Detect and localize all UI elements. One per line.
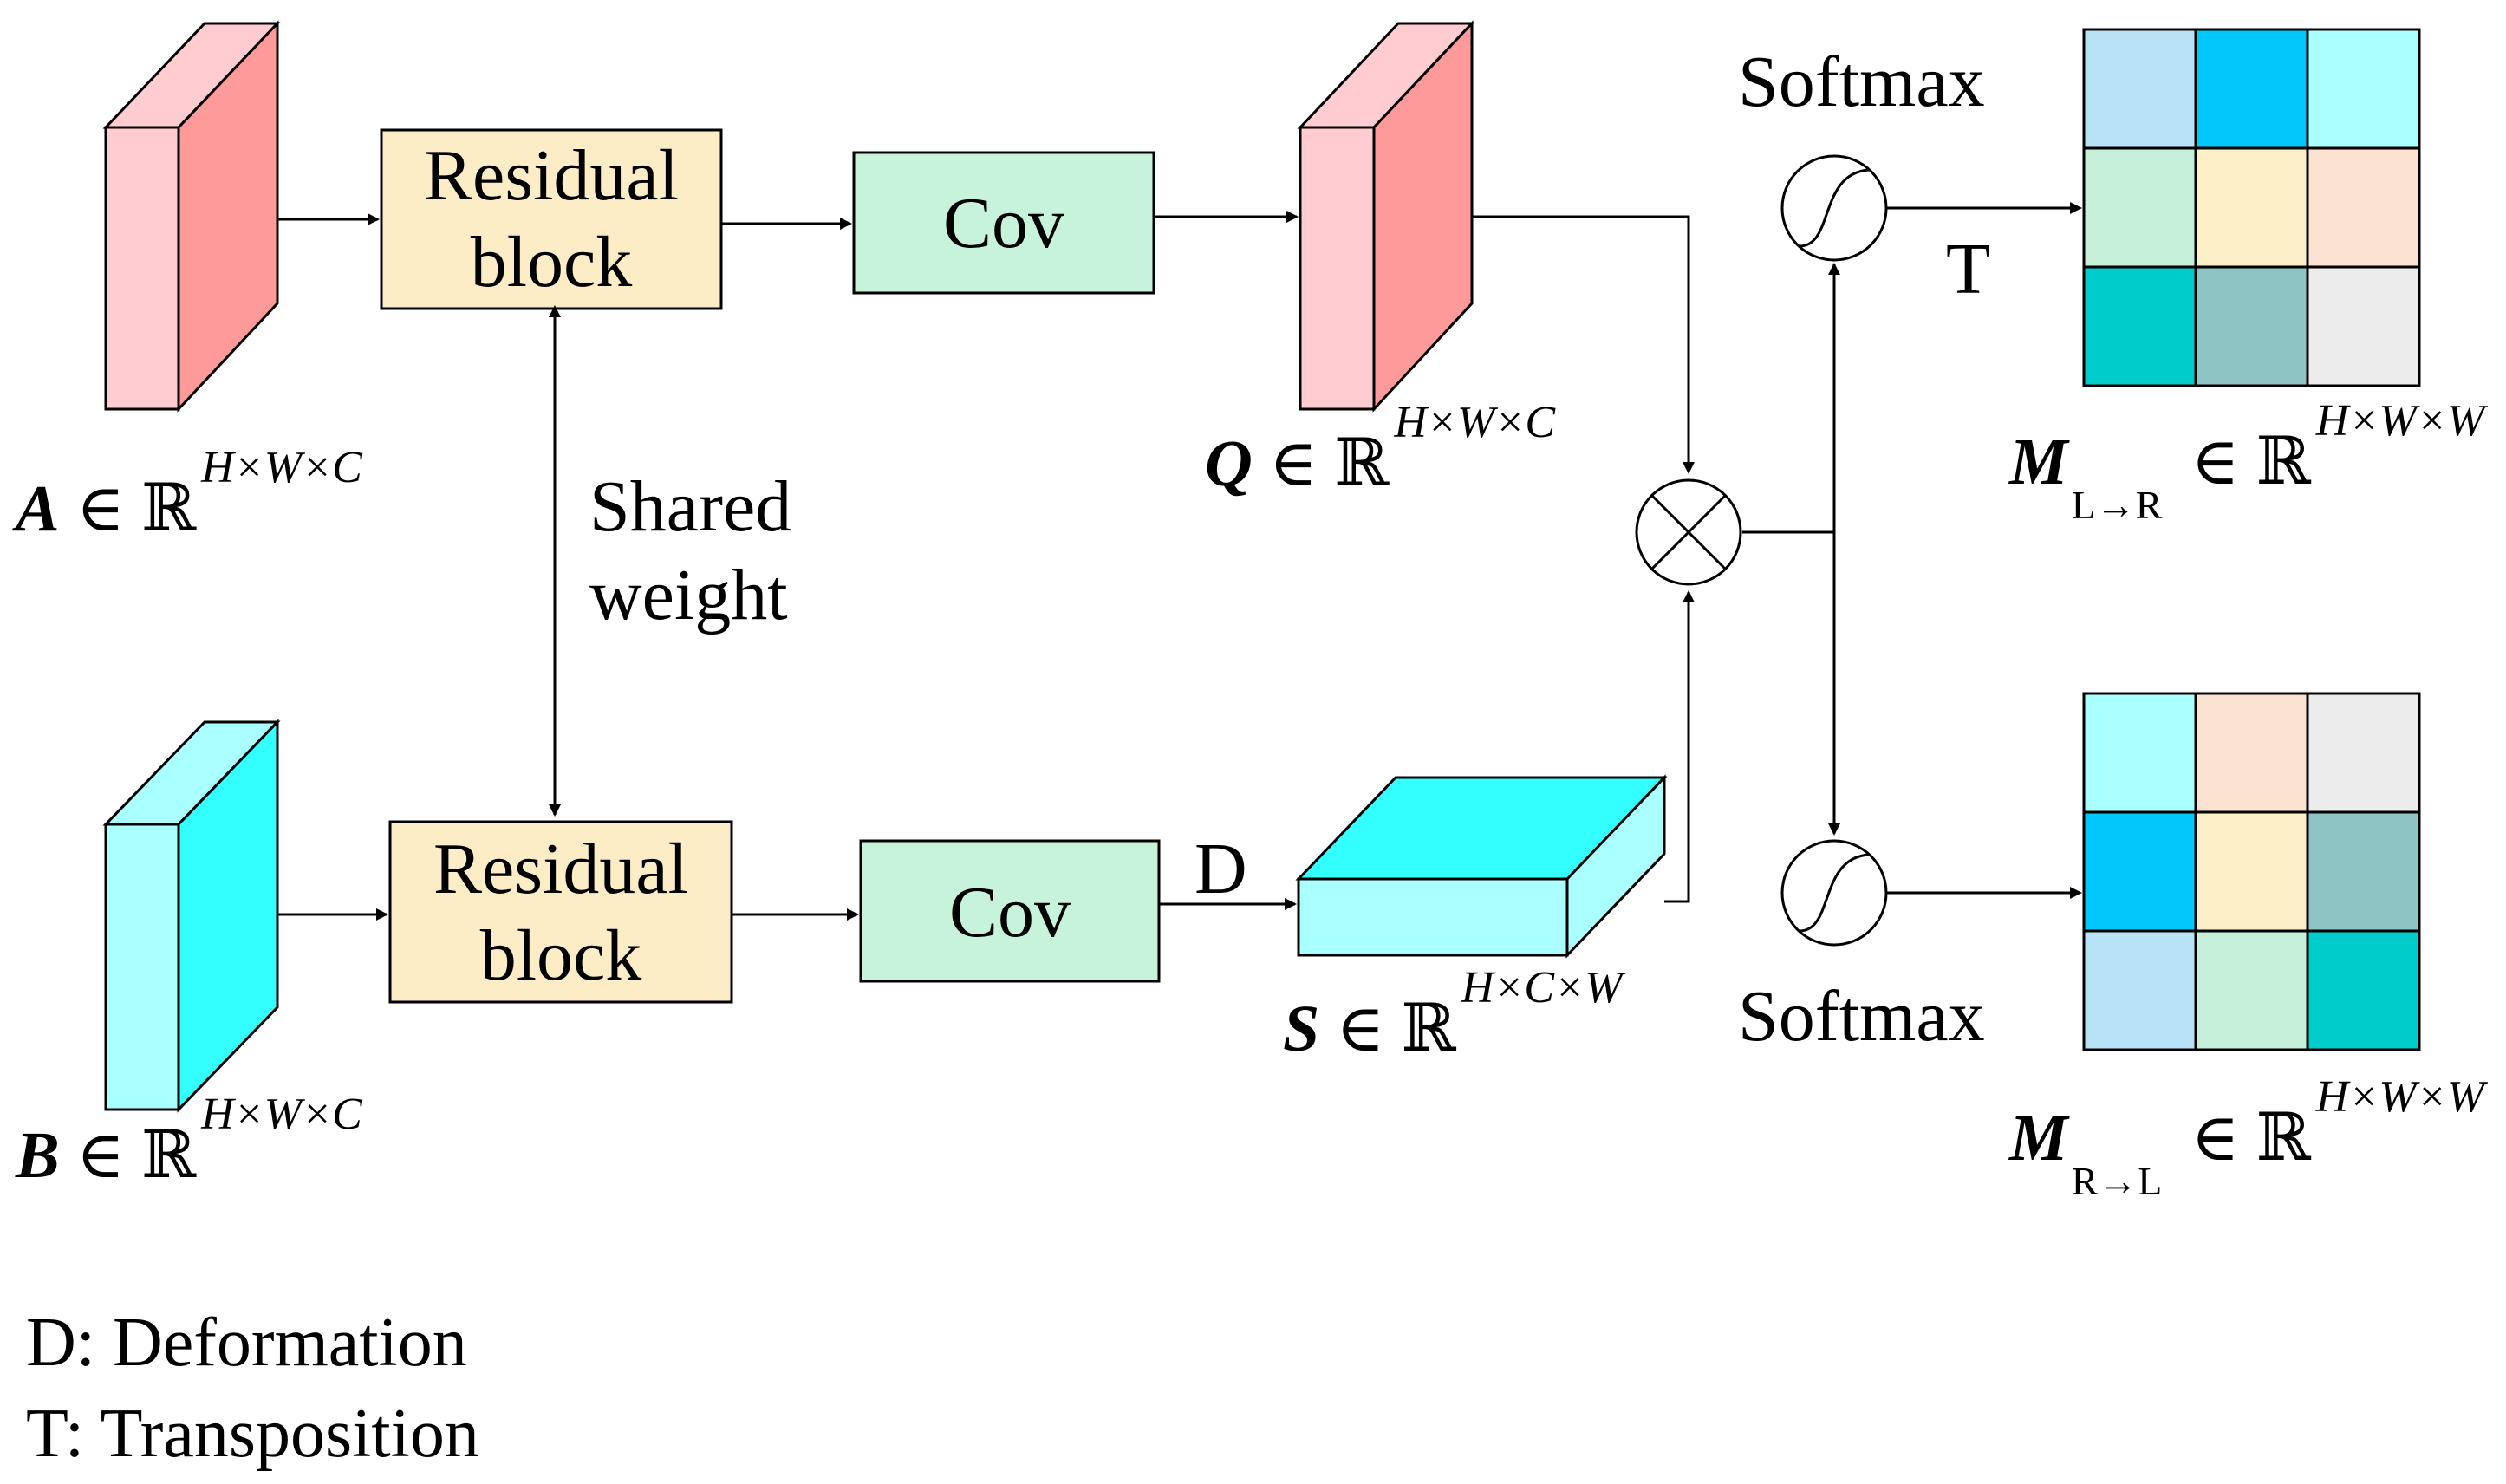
m-lr-cell-7: [2082, 265, 2197, 387]
residual-bottom-line2: block: [480, 915, 642, 996]
tensor-b-label: B ∈ ℝH×W×C: [15, 1090, 363, 1192]
tensor-q-dims: H×W×C: [1393, 398, 1556, 447]
tensor-s-dims: H×C×W: [1461, 963, 1626, 1012]
tensor-q-label: Q ∈ ℝH×W×C: [1205, 398, 1556, 500]
m-lr-cell-1: [2082, 28, 2197, 150]
residual-top-line2: block: [471, 222, 633, 303]
m-rl-cell-3: [2306, 692, 2421, 814]
m-lr-cell-3: [2306, 28, 2421, 150]
tensor-s-symbol: S: [1283, 993, 1319, 1065]
tensor-q-in: ∈ ℝ: [1253, 427, 1390, 500]
tensor-b-symbol: B: [15, 1119, 60, 1192]
m-rl-sub: R→L: [2072, 1159, 2163, 1203]
tensor-s-label: S ∈ ℝH×C×W: [1283, 963, 1626, 1065]
conv-block-top: Cov: [852, 151, 1155, 295]
m-lr-in: ∈ ℝ: [2174, 426, 2311, 498]
m-lr-cell-5: [2194, 146, 2309, 269]
m-rl-cell-5: [2194, 810, 2309, 933]
m-rl-cell-1: [2082, 692, 2197, 814]
transpose-mark: T: [1946, 229, 1990, 309]
conv-block-bottom: Cov: [859, 839, 1161, 983]
multiply-operator: [1635, 478, 1742, 586]
matrix-m-lr-label: ML→R ∈ ℝH×W×W: [2008, 396, 2489, 527]
residual-block-bottom: Residual block: [388, 820, 733, 1004]
softmax-operator-bottom: [1780, 839, 1888, 947]
m-lr-cell-2: [2194, 28, 2309, 150]
m-lr-cell-8: [2194, 265, 2309, 387]
tensor-a-symbol: A: [12, 472, 60, 545]
legend-transposition: T: Transposition: [26, 1396, 479, 1472]
m-lr-cell-9: [2306, 265, 2421, 387]
m-rl-cell-8: [2194, 929, 2309, 1051]
legend-deformation: D: Deformation: [26, 1305, 467, 1381]
m-lr-dims: H×W×W: [2315, 396, 2489, 446]
m-lr-symbol: M: [2008, 426, 2070, 498]
tensor-b-in: ∈ ℝ: [60, 1119, 197, 1192]
m-rl-cell-9: [2306, 929, 2421, 1051]
m-rl-cell-6: [2306, 810, 2421, 933]
tensor-q-symbol: Q: [1205, 427, 1253, 500]
shared-weight-line1: Shared: [589, 466, 791, 547]
m-rl-in: ∈ ℝ: [2174, 1102, 2311, 1175]
tensor-a-dims: H×W×C: [200, 443, 363, 492]
tensor-s-slab: [1295, 774, 1668, 959]
residual-bottom-line1: Residual: [433, 829, 688, 909]
conv-bottom-label: Cov: [949, 872, 1071, 953]
softmax-operator-top: [1780, 154, 1888, 262]
tensor-s-in: ∈ ℝ: [1319, 993, 1456, 1065]
tensor-b-dims: H×W×C: [200, 1090, 363, 1139]
matrix-m-rl-label: MR→L ∈ ℝH×W×W: [2008, 1072, 2489, 1203]
residual-top-line1: Residual: [424, 135, 679, 216]
m-rl-symbol: M: [2008, 1102, 2070, 1175]
tensor-q-cube: [1297, 20, 1475, 413]
m-rl-cell-2: [2194, 692, 2309, 814]
m-rl-cell-7: [2082, 929, 2197, 1051]
residual-block-top: Residual block: [380, 128, 723, 310]
conv-top-label: Cov: [943, 183, 1064, 264]
m-rl-cell-4: [2082, 810, 2197, 933]
shared-weight-line2: weight: [589, 555, 788, 635]
m-lr-sub: L→R: [2072, 483, 2163, 527]
connectors: [277, 202, 2082, 921]
matrix-m-lr: [2082, 28, 2421, 387]
tensor-a-label: A ∈ ℝH×W×C: [12, 443, 363, 545]
tensor-a-cube: [102, 20, 281, 413]
m-lr-cell-4: [2082, 146, 2197, 269]
softmax-bottom-label: Softmax: [1738, 976, 1985, 1057]
tensor-a-in: ∈ ℝ: [60, 472, 197, 545]
tensor-b-cube: [102, 719, 281, 1113]
m-lr-cell-6: [2306, 146, 2421, 269]
m-rl-dims: H×W×W: [2315, 1072, 2489, 1122]
matrix-m-rl: [2082, 692, 2421, 1051]
deformation-mark: D: [1194, 829, 1247, 909]
softmax-top-label: Softmax: [1738, 42, 1985, 122]
